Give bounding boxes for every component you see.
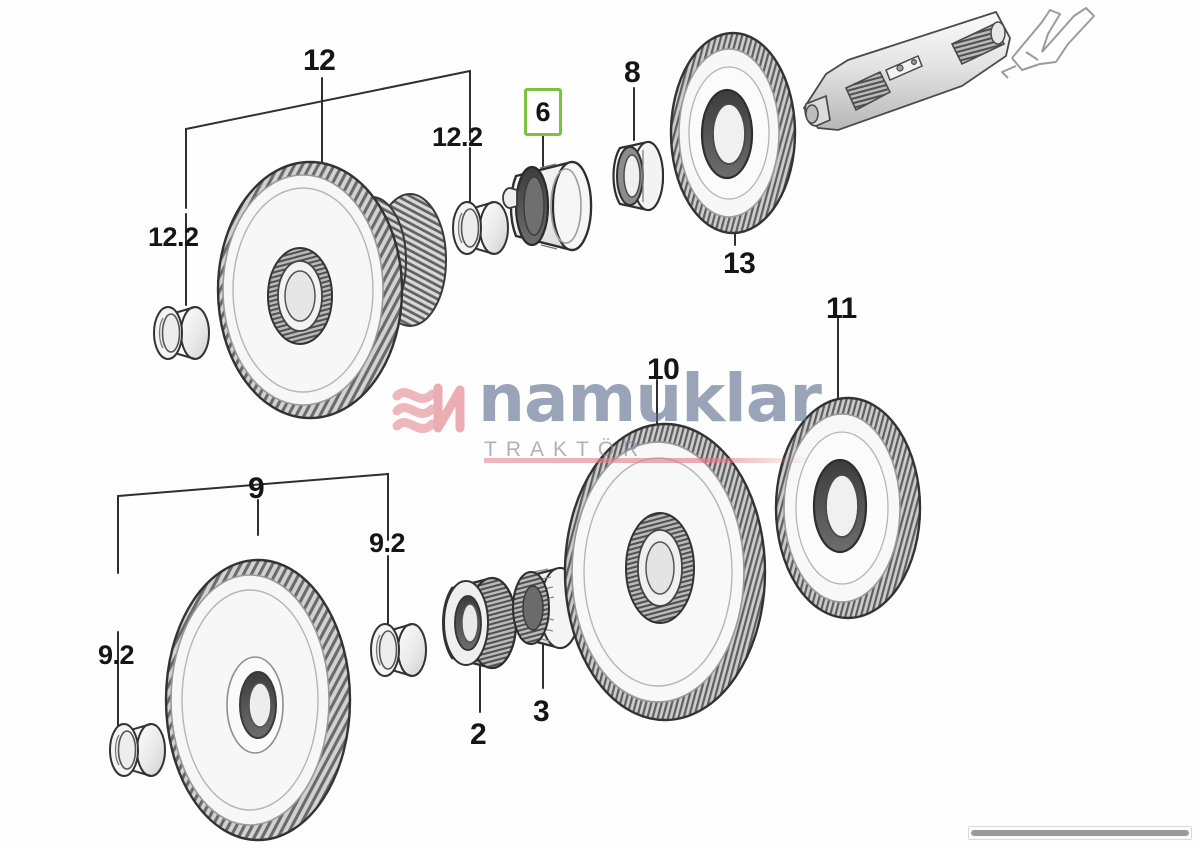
callout-9_2a[interactable]: 9.2 — [369, 528, 406, 558]
callout-9[interactable]: 9 — [248, 472, 265, 505]
part-spline-hub-2 — [442, 576, 518, 670]
part-gear-13 — [669, 31, 797, 235]
callout-12_2a[interactable]: 12.2 — [432, 122, 483, 152]
callout-8[interactable]: 8 — [624, 56, 641, 89]
callout-11[interactable]: 11 — [826, 292, 857, 325]
callout-13[interactable]: 13 — [723, 247, 756, 280]
part-bushing-lower-left — [109, 723, 166, 777]
leader-lines — [117, 69, 839, 727]
part-gear-11 — [774, 396, 922, 620]
callout-label: 6 — [535, 96, 551, 127]
part-output-shaft — [802, 10, 1011, 131]
part-gear-10 — [563, 422, 767, 722]
part-bushing-upper-right — [452, 201, 509, 255]
callout-3[interactable]: 3 — [533, 695, 550, 728]
bottom-scrollbar[interactable] — [968, 826, 1192, 840]
callout-10[interactable]: 10 — [647, 353, 680, 386]
part-gear-cluster-12 — [216, 160, 447, 420]
part-shift-fork — [1001, 7, 1095, 79]
callout-6-highlighted[interactable]: 6 — [524, 88, 562, 136]
bottom-scrollbar-thumb[interactable] — [971, 830, 1189, 836]
callout-9_2b[interactable]: 9.2 — [98, 640, 135, 670]
callout-12_2b[interactable]: 12.2 — [148, 222, 199, 252]
callout-12[interactable]: 12 — [303, 44, 336, 77]
part-bearing-collar-8 — [612, 140, 665, 212]
part-bushing-upper-left — [153, 306, 210, 360]
part-bushing-lower-right — [370, 623, 427, 677]
callout-2[interactable]: 2 — [470, 718, 487, 751]
part-gear-cluster-9 — [164, 558, 352, 842]
part-synchronizer-ring-6 — [502, 160, 593, 252]
